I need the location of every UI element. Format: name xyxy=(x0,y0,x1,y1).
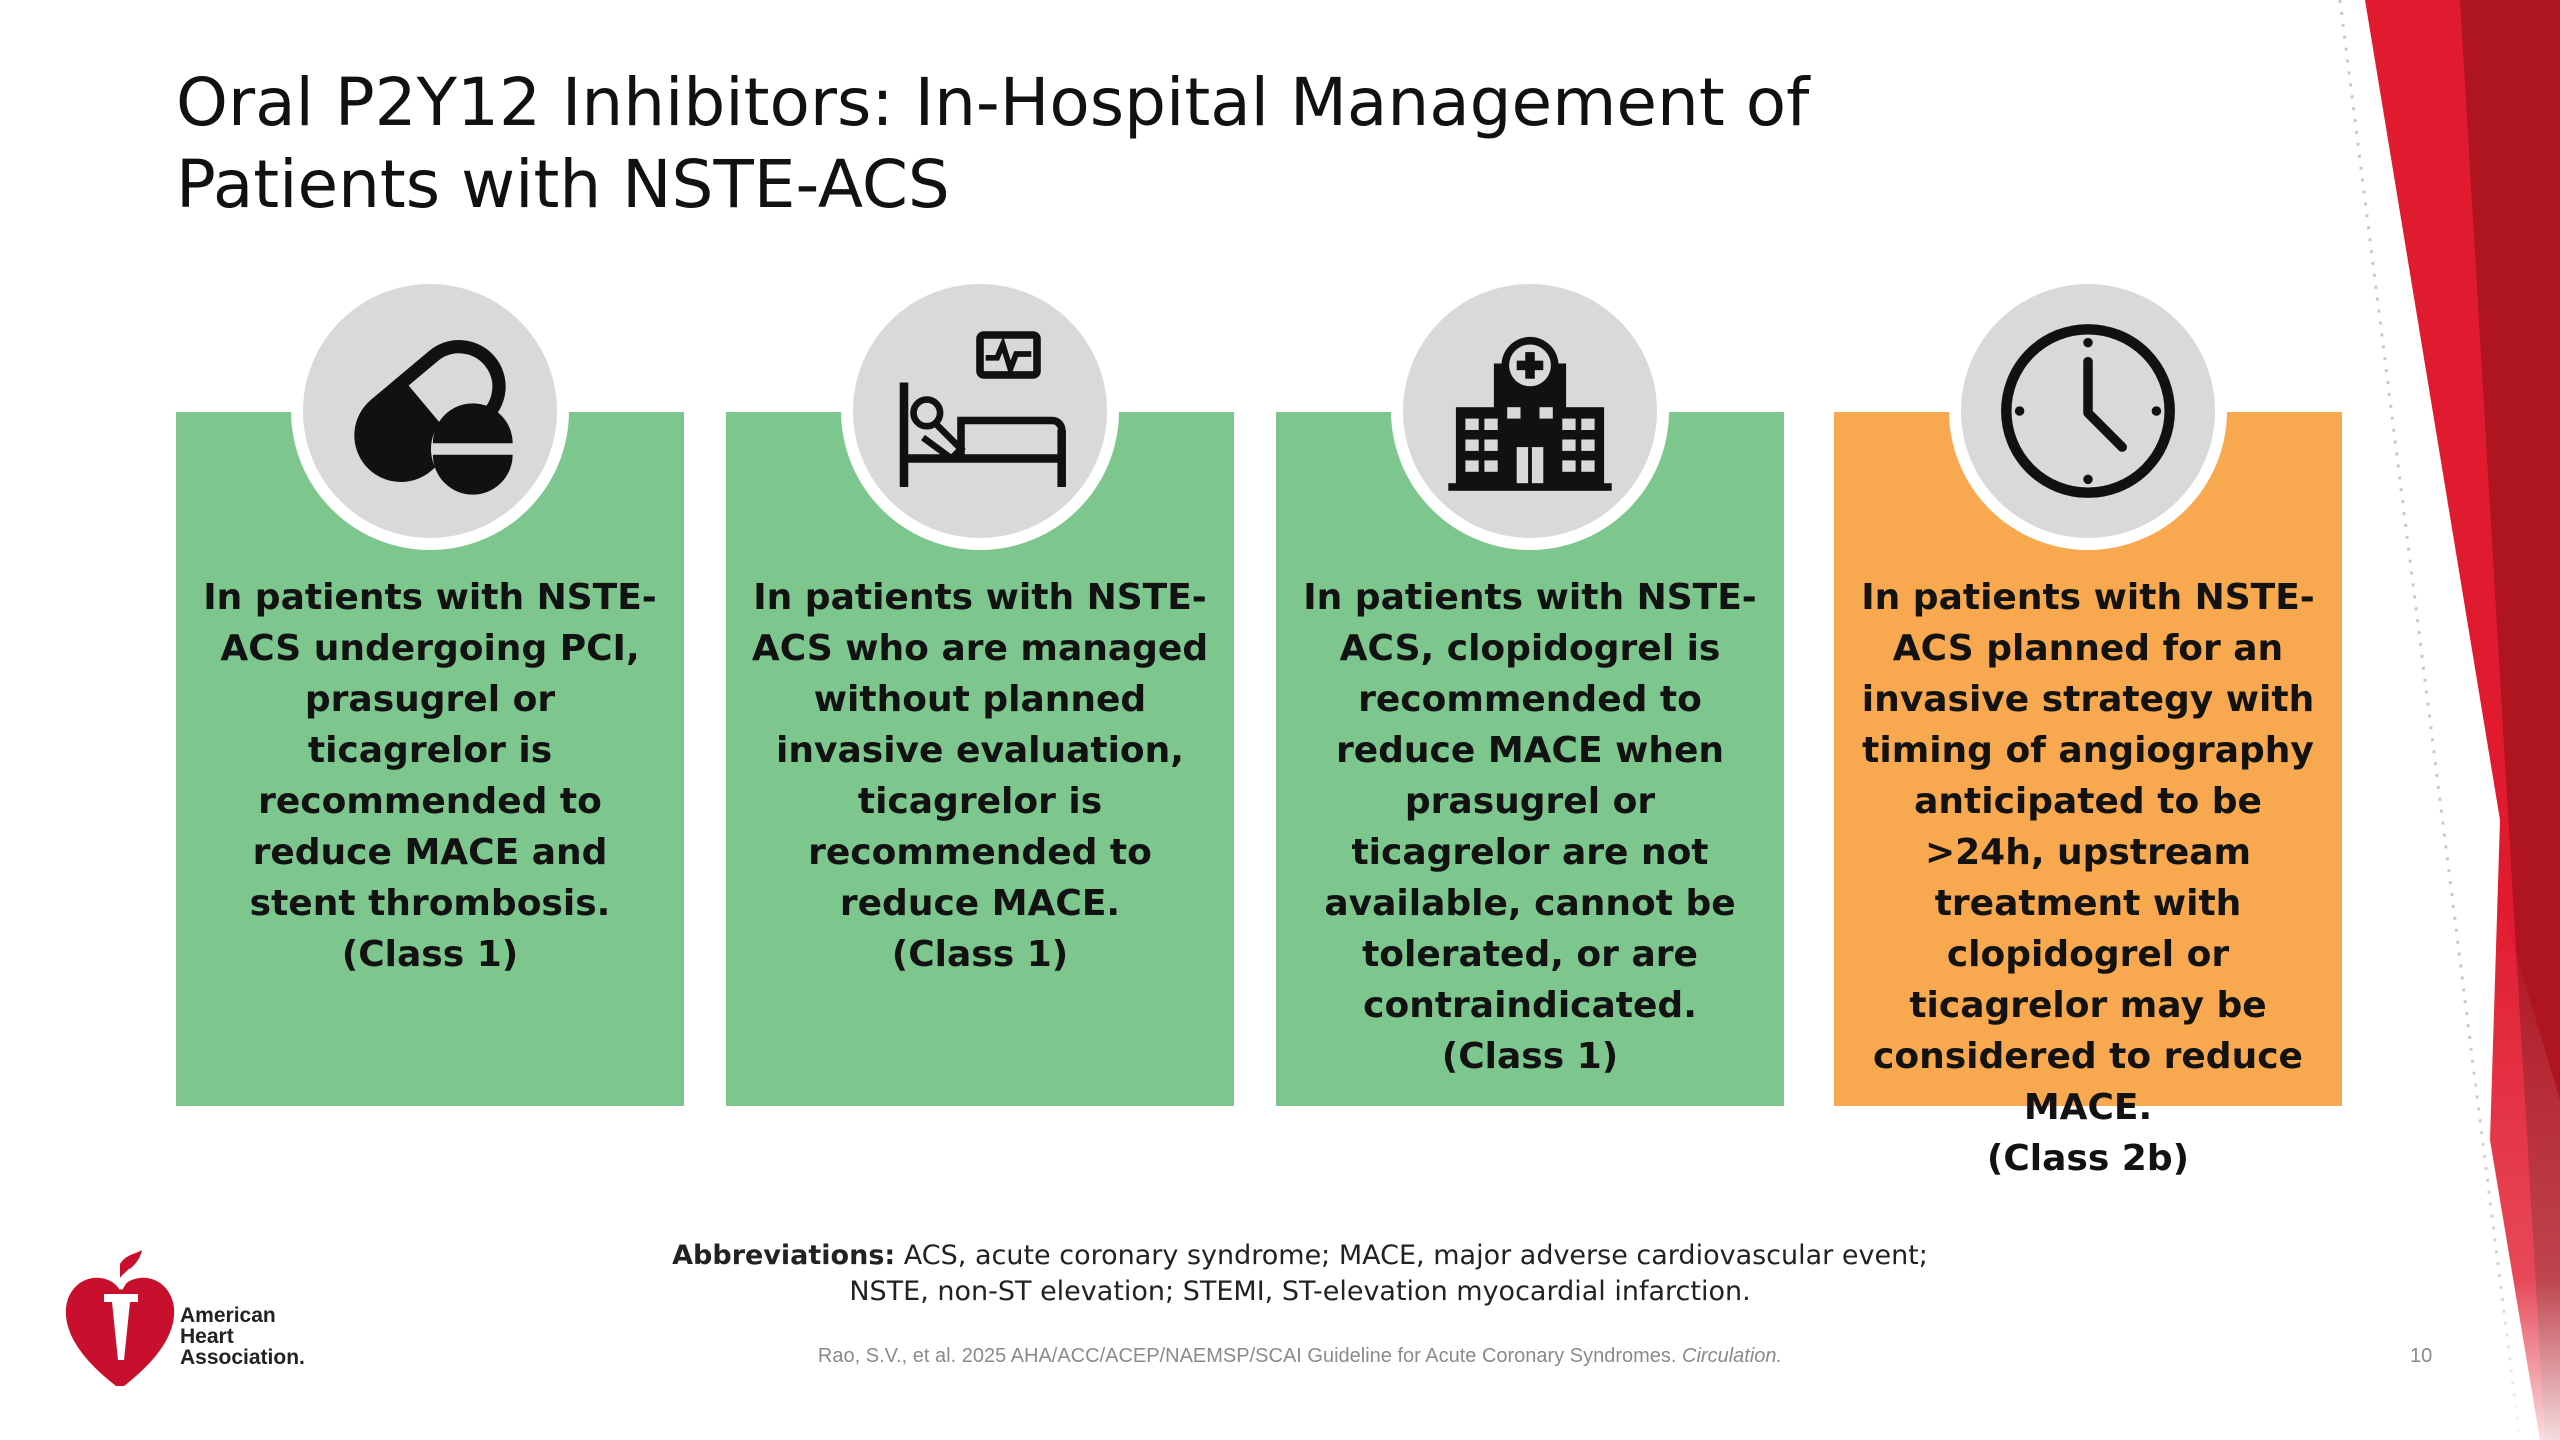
card-4-icon-circle xyxy=(1949,272,2227,550)
abbreviations-line-2: NSTE, non-ST elevation; STEMI, ST-elevat… xyxy=(849,1276,1751,1307)
card-2-text: In patients with NSTE-ACS who are manage… xyxy=(751,577,1209,975)
recommendation-card-1: In patients with NSTE-ACS undergoing PCI… xyxy=(176,412,684,1106)
abbreviations-label: Abbreviations: xyxy=(672,1240,896,1271)
pill-icon xyxy=(354,340,515,495)
card-2-icon-circle xyxy=(841,272,1119,550)
citation-text: Rao, S.V., et al. 2025 AHA/ACC/ACEP/NAEM… xyxy=(817,1345,1683,1367)
card-3-text: In patients with NSTE-ACS, clopidogrel i… xyxy=(1303,577,1757,1077)
abbreviations-line-1: ACS, acute coronary syndrome; MACE, majo… xyxy=(903,1240,1928,1271)
citation-journal: Circulation. xyxy=(1682,1345,1783,1367)
clock-icon xyxy=(2001,324,2175,498)
recommendation-card-3: In patients with NSTE-ACS, clopidogrel i… xyxy=(1276,412,1784,1106)
recommendation-card-2: In patients with NSTE-ACS who are manage… xyxy=(726,412,1234,1106)
aha-logo-text: American Heart Association. xyxy=(180,1304,305,1369)
page-number: 10 xyxy=(2410,1345,2433,1367)
aha-heart-torch-logo xyxy=(65,1250,175,1386)
hospital-bed-icon xyxy=(899,331,1066,487)
card-1-icon-circle xyxy=(291,272,569,550)
card-1-text: In patients with NSTE-ACS undergoing PCI… xyxy=(203,577,657,975)
card-4-text: In patients with NSTE-ACS planned for an… xyxy=(1861,577,2315,1179)
slide-title: Oral P2Y12 Inhibitors: In-Hospital Manag… xyxy=(176,64,1810,223)
abbreviations-note: Abbreviations: ACS, acute coronary syndr… xyxy=(600,1238,2000,1310)
card-3-icon-circle xyxy=(1391,272,1669,550)
decorative-ribbon xyxy=(2338,0,2560,1440)
hospital-building-icon xyxy=(1448,336,1612,491)
citation: Rao, S.V., et al. 2025 AHA/ACC/ACEP/NAEM… xyxy=(600,1345,2000,1368)
